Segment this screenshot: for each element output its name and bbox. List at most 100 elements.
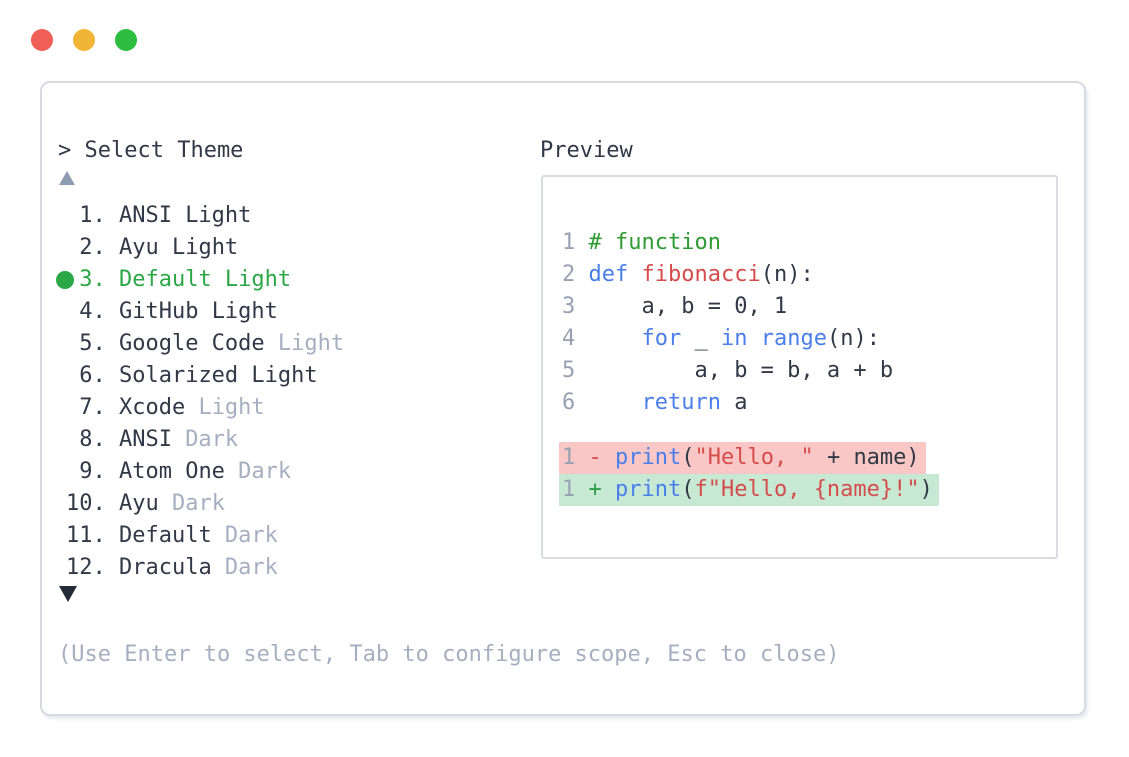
- theme-variant: Dark: [238, 459, 292, 484]
- close-button[interactable]: [31, 29, 53, 51]
- theme-number: 3.: [79, 267, 106, 292]
- theme-variant: Light: [198, 395, 265, 420]
- theme-list-item[interactable]: 5. Google Code Light: [66, 328, 344, 360]
- code-segment: f"Hello, {name}!": [694, 477, 920, 502]
- code-segment: (: [681, 445, 695, 470]
- code-segment: (n):: [760, 262, 814, 287]
- line-number: 3: [562, 294, 589, 319]
- theme-list-item[interactable]: 3. Default Light: [56, 264, 344, 296]
- code-segment: in: [720, 326, 748, 351]
- theme-list-item[interactable]: 8. ANSI Dark: [66, 424, 344, 456]
- theme-variant: Dark: [171, 491, 225, 516]
- theme-number: 6.: [79, 363, 106, 388]
- code-segment: for: [641, 326, 682, 351]
- maximize-button[interactable]: [115, 29, 137, 51]
- code-segment: +: [588, 477, 615, 502]
- theme-list-item[interactable]: 10. Ayu Dark: [66, 488, 344, 520]
- code-line: 5 a, b = b, a + b: [562, 355, 1048, 387]
- code-segment: [747, 326, 760, 351]
- code-segment: print: [615, 477, 682, 502]
- theme-variant: Light: [211, 299, 278, 324]
- code-segment: -: [588, 445, 615, 470]
- code-line: 1 # function: [562, 227, 1048, 259]
- theme-list-item[interactable]: 9. Atom One Dark: [66, 456, 344, 488]
- code-segment: a, b = b, a + b: [588, 358, 894, 383]
- theme-number: 2.: [79, 235, 106, 260]
- theme-list-item[interactable]: 4. GitHub Light: [66, 296, 344, 328]
- diff-line-added: 1 + print(f"Hello, {name}!"): [559, 474, 1048, 506]
- code-segment: + name): [813, 445, 920, 470]
- code-line: 4 for _ in range(n):: [562, 323, 1048, 355]
- code-line: 3 a, b = 0, 1: [562, 291, 1048, 323]
- line-number: 2: [562, 262, 589, 287]
- code-segment: [589, 390, 642, 415]
- theme-variant: Dark: [185, 427, 239, 452]
- theme-name: Ayu: [118, 491, 159, 516]
- code-segment: # function: [588, 230, 721, 255]
- theme-name: ANSI: [118, 427, 172, 452]
- code-segment: ): [919, 477, 933, 502]
- line-number: 1: [562, 230, 589, 255]
- theme-variant: Light: [251, 363, 318, 388]
- scroll-down-icon[interactable]: [59, 586, 77, 602]
- theme-name: Default: [118, 267, 212, 292]
- theme-name: Ayu: [118, 235, 159, 260]
- theme-number: 8.: [79, 427, 106, 452]
- theme-number: 1.: [79, 203, 106, 228]
- theme-list-item[interactable]: 11. Default Dark: [66, 520, 344, 552]
- theme-name: Default: [118, 523, 212, 548]
- minimize-button[interactable]: [73, 29, 95, 51]
- theme-name: Google Code: [118, 331, 265, 356]
- code-line: 6 return a: [562, 387, 1048, 419]
- code-segment: (: [681, 477, 695, 502]
- theme-variant: Light: [185, 203, 252, 228]
- line-number: 4: [562, 326, 589, 351]
- code-segment: [589, 326, 642, 351]
- scroll-up-icon[interactable]: [59, 171, 75, 185]
- theme-list-item[interactable]: 12. Dracula Dark: [66, 552, 344, 584]
- theme-variant: Dark: [224, 555, 278, 580]
- line-number: 1: [562, 445, 589, 470]
- selected-item-dot-icon: [56, 271, 74, 289]
- preview-title: Preview: [540, 138, 633, 163]
- diff-line-removed: 1 - print("Hello, " + name): [559, 442, 1048, 474]
- theme-number: 7.: [79, 395, 106, 420]
- theme-list-item[interactable]: 1. ANSI Light: [66, 200, 344, 232]
- window-controls: [31, 29, 137, 51]
- theme-name: GitHub: [118, 299, 199, 324]
- theme-number: 11.: [66, 523, 106, 548]
- code-segment: a, b = 0, 1: [588, 294, 788, 319]
- theme-name: Atom One: [118, 459, 225, 484]
- theme-name: ANSI: [118, 203, 172, 228]
- theme-number: 5.: [79, 331, 106, 356]
- code-segment: a: [720, 390, 748, 415]
- line-number: 1: [562, 477, 589, 502]
- theme-variant: Light: [224, 267, 292, 292]
- code-segment: fibonacci: [641, 262, 761, 287]
- theme-list-item[interactable]: 2. Ayu Light: [66, 232, 344, 264]
- theme-variant: Light: [277, 331, 345, 356]
- code-segment: range: [760, 326, 827, 351]
- theme-name: Dracula: [118, 555, 212, 580]
- theme-number: 12.: [66, 555, 106, 580]
- theme-number: 9.: [79, 459, 106, 484]
- theme-number: 10.: [66, 491, 106, 516]
- theme-variant: Dark: [224, 523, 278, 548]
- code-segment: [628, 262, 641, 287]
- select-theme-prompt: > Select Theme: [58, 138, 244, 163]
- help-text: (Use Enter to select, Tab to configure s…: [58, 642, 840, 667]
- diff-highlight: 1 + print(f"Hello, {name}!"): [559, 474, 939, 506]
- code-segment: (n):: [826, 326, 880, 351]
- code-segment: _: [681, 326, 721, 351]
- code-line: [562, 419, 1048, 442]
- diff-highlight: 1 - print("Hello, " + name): [559, 442, 926, 474]
- line-number: 6: [562, 390, 589, 415]
- theme-number: 4.: [79, 299, 106, 324]
- theme-variant: Light: [171, 235, 239, 260]
